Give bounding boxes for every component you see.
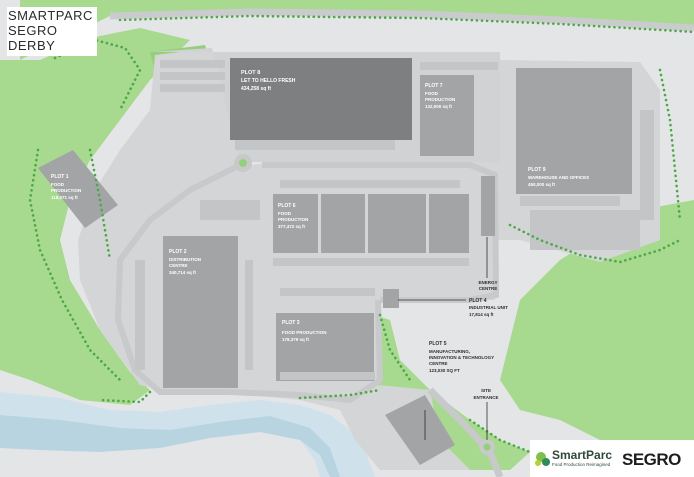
plot5-building xyxy=(385,395,455,465)
plot2-label: PLOT 2 DISTRIBUTION CENTRE 340,714 sq ft xyxy=(169,249,201,275)
plot8-building xyxy=(230,58,412,140)
plot6-building-a xyxy=(273,194,318,253)
internal-road-west xyxy=(114,162,384,404)
plot2-size: 340,714 sq ft xyxy=(169,270,197,275)
plot7-building xyxy=(420,75,474,156)
plot6-size: 377,472 sq ft xyxy=(278,224,306,229)
segro-logo: SEGRO xyxy=(622,450,681,469)
plot8-name: PLOT 8 xyxy=(241,70,260,76)
plot7-desc2: PRODUCTION xyxy=(425,97,455,102)
plot3-desc: FOOD PRODUCTION xyxy=(282,330,327,335)
plot8-label: PLOT 8 LET TO HELLO FRESH 434,258 sq ft xyxy=(241,70,296,92)
plot4-name: PLOT 4 xyxy=(469,298,487,304)
plot1-size: 118,071 sq ft xyxy=(51,195,78,200)
plot3-name: PLOT 3 xyxy=(282,320,300,326)
plot7-size: 132,000 sq ft xyxy=(425,104,453,109)
plot5-size: 123,030 SQ FT xyxy=(429,368,460,373)
plot9-building xyxy=(516,68,632,194)
water-inner xyxy=(0,415,340,477)
plot4-building xyxy=(383,289,399,308)
plot9-name: PLOT 9 xyxy=(528,167,546,173)
entrance-road xyxy=(427,387,504,477)
plot5-desc1: MANUFACTURING, xyxy=(429,349,470,354)
tree-lines xyxy=(28,14,694,454)
energy-line2: CENTRE xyxy=(479,286,498,291)
smartparc-logo-icon xyxy=(535,452,550,466)
plot3-label: PLOT 3 FOOD PRODUCTION 178,379 sq ft xyxy=(282,320,327,342)
title-line1: SMARTPARC xyxy=(8,8,93,23)
plot4-desc: INDUSTRIAL UNIT xyxy=(469,305,508,310)
plot7-name: PLOT 7 xyxy=(425,83,443,89)
plot3-building xyxy=(276,313,374,381)
site-line1: SITE xyxy=(481,388,491,393)
plot9-label: PLOT 9 WAREHOUSE AND OFFICES 450,000 sq … xyxy=(528,167,589,187)
smartparc-tagline: Food Production Reimagined xyxy=(552,462,611,467)
plot1-label: PLOT 1 FOOD PRODUCTION 118,071 sq ft xyxy=(51,174,81,200)
perimeter-road xyxy=(109,8,694,32)
plot6-name: PLOT 6 xyxy=(278,203,296,209)
plot4-label: PLOT 4 INDUSTRIAL UNIT 17,814 sq ft xyxy=(469,298,508,317)
leader-lines xyxy=(398,237,488,440)
plot9-size: 450,000 sq ft xyxy=(528,182,556,187)
smartparc-logo: SmartParc xyxy=(552,448,613,462)
green-east-edge xyxy=(500,200,694,440)
title-line2: SEGRO xyxy=(8,23,58,38)
green-space-north xyxy=(20,0,694,60)
plot1-desc1: FOOD xyxy=(51,182,65,187)
plot4-size: 17,814 sq ft xyxy=(469,312,494,317)
plot5-desc3: CENTRE xyxy=(429,361,448,366)
plot6-desc1: FOOD xyxy=(278,211,292,216)
plot2-building xyxy=(163,236,238,388)
energy-centre-label: ENERGY CENTRE xyxy=(478,280,497,291)
plot1-building xyxy=(38,150,118,228)
plot6-building-c xyxy=(368,194,426,253)
plot1-desc2: PRODUCTION xyxy=(51,188,81,193)
plot5-label: PLOT 5 MANUFACTURING, INNOVATION & TECHN… xyxy=(429,341,494,373)
plot9-desc: WAREHOUSE AND OFFICES xyxy=(528,175,589,180)
plot2-desc2: CENTRE xyxy=(169,263,188,268)
green-space-west xyxy=(0,28,190,405)
plot1-name: PLOT 1 xyxy=(51,174,69,180)
plot8-desc: LET TO HELLO FRESH xyxy=(241,78,296,84)
energy-centre-building xyxy=(481,176,495,236)
energy-line1: ENERGY xyxy=(478,280,497,285)
title-line3: DERBY xyxy=(8,38,56,53)
plot6-desc2: PRODUCTION xyxy=(278,217,308,222)
plot6-building-b xyxy=(321,194,365,253)
plot2-name: PLOT 2 xyxy=(169,249,187,255)
site-entrance-label: SITE ENTRANCE xyxy=(473,388,498,400)
plot5-name: PLOT 5 xyxy=(429,341,447,347)
plot7-label: PLOT 7 FOOD PRODUCTION 132,000 sq ft xyxy=(425,83,455,109)
map-title: SMARTPARC SEGRO DERBY xyxy=(7,7,97,56)
plot6-building-d xyxy=(429,194,469,253)
plot8-size: 434,258 sq ft xyxy=(241,86,271,92)
plot7-desc1: FOOD xyxy=(425,91,439,96)
logo-panel xyxy=(530,440,694,477)
plot3-size: 178,379 sq ft xyxy=(282,337,310,342)
plot2-desc1: DISTRIBUTION xyxy=(169,257,201,262)
parking-bays xyxy=(135,60,654,380)
plot6-label: PLOT 6 FOOD PRODUCTION 377,472 sq ft xyxy=(278,203,308,229)
plot5-desc2: INNOVATION & TECHNOLOGY xyxy=(429,355,494,360)
site-line2: ENTRANCE xyxy=(473,395,498,400)
